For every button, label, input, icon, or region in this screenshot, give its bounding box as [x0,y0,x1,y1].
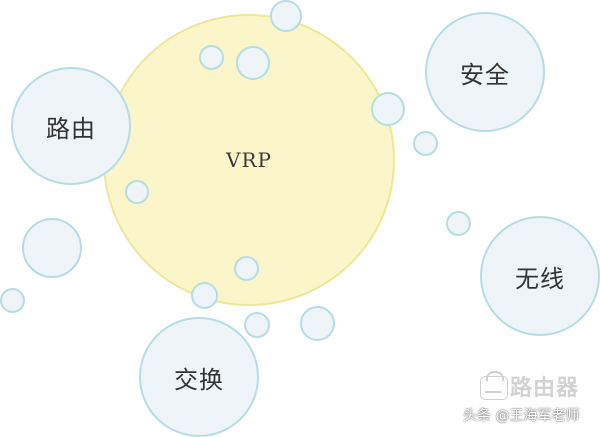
small-bubble [270,0,302,32]
router-logo-icon [480,371,508,400]
small-bubble [446,211,471,236]
small-bubble [22,218,82,278]
small-bubble [199,45,224,70]
wireless-bubble: 无线 [480,216,600,336]
small-bubble [191,282,218,309]
small-bubble [244,312,270,338]
small-bubble [0,288,25,313]
security-label: 安全 [460,60,510,89]
watermark-title: 路由器 [510,376,580,401]
small-bubble [236,46,270,80]
switching-bubble: 交换 [139,317,259,437]
small-bubble [300,306,335,341]
wireless-label: 无线 [515,264,565,293]
watermark: 路由器 [480,368,600,436]
small-bubble [371,92,405,126]
watermark-credit: 头条 @王海军老师 [463,408,580,424]
small-bubble [413,131,438,156]
routing-bubble: 路由 [11,67,131,185]
vrp-label: VRP [226,148,272,172]
small-bubble [125,180,149,204]
security-bubble: 安全 [425,12,545,132]
routing-label: 路由 [46,114,96,143]
small-bubble [234,256,259,281]
switching-label: 交换 [174,365,224,394]
